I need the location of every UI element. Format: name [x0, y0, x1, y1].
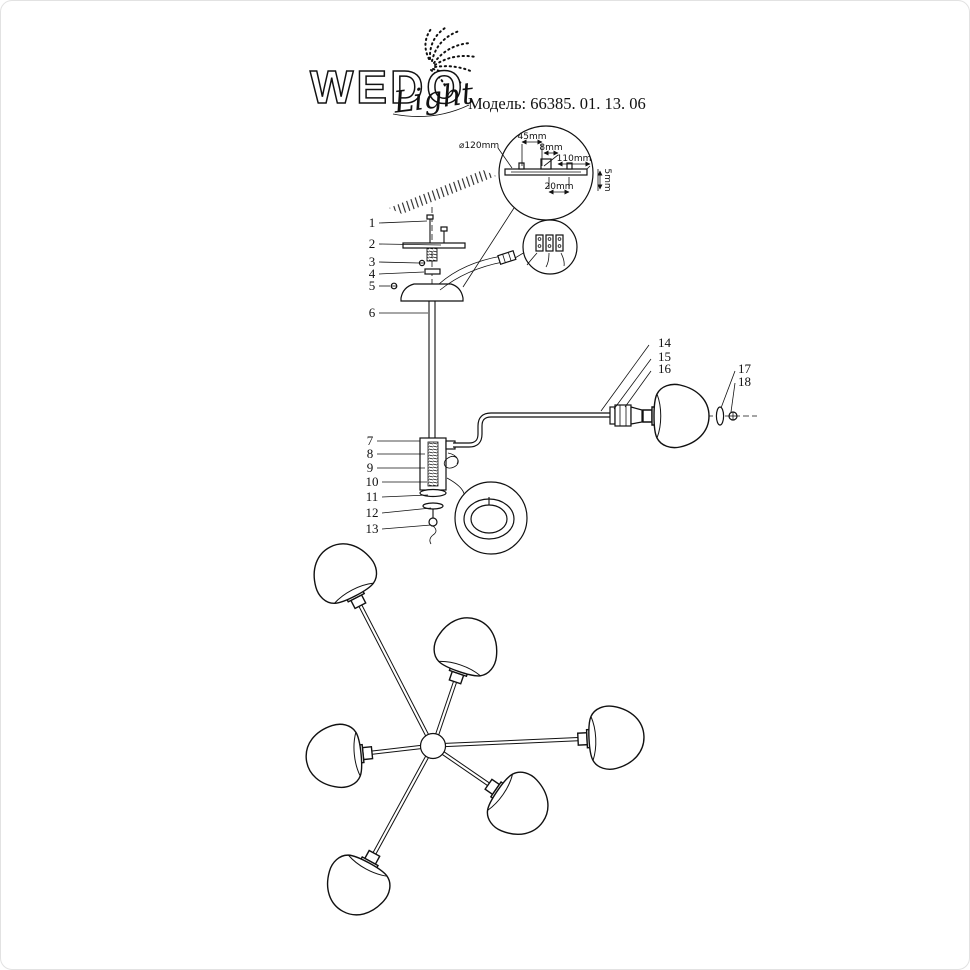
part-label-1: 1 [369, 215, 376, 230]
part-label-6: 6 [369, 305, 376, 320]
part-label-13: 13 [366, 521, 379, 536]
part-label-18: 18 [738, 374, 751, 389]
part-label-11: 11 [366, 489, 379, 504]
exploded-lampshade [642, 383, 710, 449]
part-label-12: 12 [366, 505, 379, 520]
exploded-arm [453, 383, 757, 449]
dim-45mm-label: 45mm [518, 132, 547, 142]
part-label-15: 15 [658, 349, 671, 364]
canopy-dimension-detail: 45mm 8mm 110mm 20mm ⌀120mm 5mm [459, 125, 612, 288]
dim-diameter-label: ⌀120mm [459, 141, 499, 151]
lampshade-lower-middle [469, 757, 562, 849]
part-leaders [377, 220, 736, 530]
part-label-8: 8 [367, 446, 374, 461]
logo-spiral-icon [424, 27, 477, 89]
part-labels: 1 2 3 4 5 6 7 8 9 10 11 12 13 14 15 16 1… [366, 215, 752, 536]
shade-ring-detail [446, 477, 528, 555]
part-label-7: 7 [367, 433, 374, 448]
part-label-2: 2 [369, 236, 376, 251]
part-label-16: 16 [658, 361, 672, 376]
ceiling-hatch [389, 170, 496, 214]
chandelier-arms [357, 602, 582, 858]
dim-110mm-label: 110mm [557, 154, 592, 164]
brand-logo: WEDO Light [309, 27, 477, 121]
chandelier-view [301, 531, 647, 928]
lampshade-right [575, 703, 647, 772]
part-label-17: 17 [738, 361, 752, 376]
dim-20mm-label: 20mm [545, 182, 574, 192]
dim-8mm-label: 8mm [539, 143, 562, 153]
part-label-5: 5 [369, 278, 376, 293]
part-label-14: 14 [658, 335, 672, 350]
model-number-label: Модель: 66385. 01. 13. 06 [468, 94, 646, 113]
dim-5mm-label: 5mm [602, 168, 612, 191]
part-label-10: 10 [366, 474, 379, 489]
part-label-9: 9 [367, 460, 374, 475]
exploded-assembly [390, 207, 517, 545]
lampshade-left [302, 720, 376, 792]
wiring-detail [514, 219, 578, 275]
brand-wedo-text: WEDO [310, 61, 465, 113]
lampshade-top [424, 608, 508, 693]
part-label-3: 3 [369, 254, 376, 269]
chandelier-hub [419, 732, 447, 760]
lampshade-bottom-left [314, 837, 403, 928]
lampshade-upper-left [301, 531, 390, 621]
part-label-4: 4 [369, 266, 376, 281]
